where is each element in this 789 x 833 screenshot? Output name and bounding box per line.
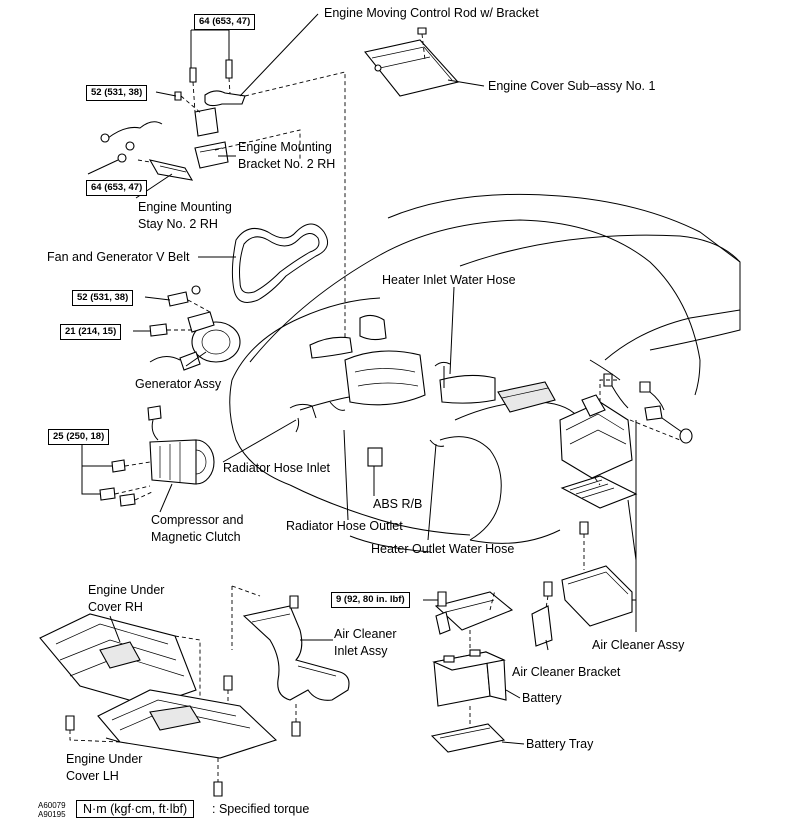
label-air-cleaner-inlet: Air Cleaner Inlet Assy: [334, 626, 397, 660]
torque-box-52-generator: 52 (531, 38): [72, 290, 134, 306]
label-engine-cover: Engine Cover Sub–assy No. 1: [488, 79, 656, 93]
label-line: Stay No. 2 RH: [138, 217, 218, 231]
torque-box-9-battery: 9 (92, 80 in. lbf): [331, 592, 410, 608]
label-line: Inlet Assy: [334, 644, 388, 658]
label-line: Engine Under: [66, 752, 143, 766]
label-generator-assy: Generator Assy: [135, 377, 222, 391]
drawing-code-2: A90195: [38, 810, 66, 819]
label-line: Engine Under: [88, 583, 165, 597]
engine-under-cover-rh-part: [39, 613, 201, 707]
label-engine-moving-control-rod: Engine Moving Control Rod w/ Bracket: [324, 6, 539, 20]
air-cleaner-part: [559, 373, 693, 627]
torque-box-21-generator: 21 (214, 15): [60, 324, 122, 340]
air-cleaner-inlet-part: [242, 595, 350, 737]
engine-mount-parts: [100, 59, 346, 340]
label-battery-tray: Battery Tray: [526, 737, 594, 751]
torque-box-64-mid: 64 (653, 47): [86, 180, 148, 196]
engine-under-cover-lh-part: [65, 585, 278, 797]
drawing-code-1: A60079: [38, 801, 66, 810]
label-fan-generator-belt: Fan and Generator V Belt: [47, 250, 190, 264]
leader-lines: [81, 13, 637, 745]
label-line: Engine Mounting: [238, 140, 332, 154]
torque-box-64-top: 64 (653, 47): [194, 14, 256, 30]
label-engine-mounting-stay: Engine Mounting Stay No. 2 RH: [138, 199, 232, 233]
label-line: Magnetic Clutch: [151, 530, 241, 544]
label-line: Air Cleaner: [334, 627, 397, 641]
engine-cover-part: [364, 27, 460, 97]
label-air-cleaner-assy: Air Cleaner Assy: [592, 638, 685, 652]
label-air-cleaner-bracket: Air Cleaner Bracket: [512, 665, 621, 679]
label-heater-inlet-hose: Heater Inlet Water Hose: [382, 273, 516, 287]
compressor-part: [99, 405, 215, 507]
label-compressor: Compressor and Magnetic Clutch: [151, 512, 243, 546]
car-body-outline: [229, 193, 741, 553]
label-radiator-hose-inlet: Radiator Hose Inlet: [223, 461, 331, 475]
label-radiator-hose-outlet: Radiator Hose Outlet: [286, 519, 403, 533]
engine-compartment: [289, 314, 556, 467]
label-heater-outlet-hose: Heater Outlet Water Hose: [371, 542, 515, 556]
air-cleaner-bracket-part: [531, 581, 553, 647]
legend-description: : Specified torque: [212, 802, 310, 816]
label-engine-mounting-bracket: Engine Mounting Bracket No. 2 RH: [238, 139, 335, 173]
label-line: Compressor and: [151, 513, 244, 527]
label-line: Cover RH: [88, 600, 143, 614]
battery-parts: [430, 589, 514, 753]
label-line: Bracket No. 2 RH: [238, 157, 336, 171]
label-battery: Battery: [522, 691, 562, 705]
torque-box-25-compressor: 25 (250, 18): [48, 429, 110, 445]
torque-box-52-top: 52 (531, 38): [86, 85, 148, 101]
label-engine-under-cover-lh: Engine Under Cover LH: [66, 751, 142, 785]
label-line: Engine Mounting: [138, 200, 232, 214]
generator-part: [149, 285, 241, 371]
label-engine-under-cover-rh: Engine Under Cover RH: [88, 582, 164, 616]
v-belt-part: [231, 223, 329, 303]
label-line: Cover LH: [66, 769, 119, 783]
label-abs-rb: ABS R/B: [373, 497, 423, 511]
legend-torque-unit: N·m (kgf·cm, ft·lbf): [76, 800, 195, 818]
